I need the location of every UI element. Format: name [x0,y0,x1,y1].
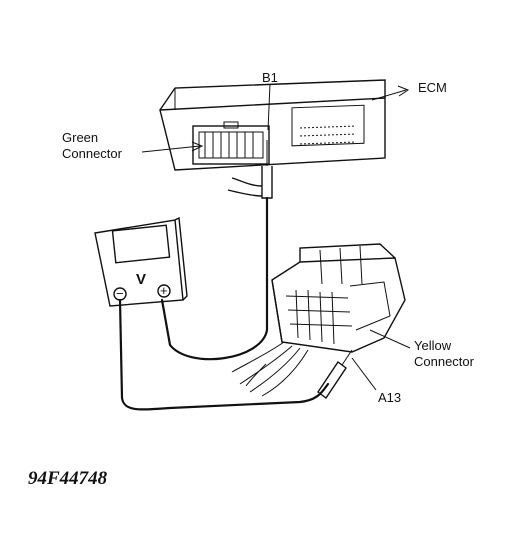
positive-lead-wire [160,196,269,361]
probe-b1 [227,140,273,199]
green-connector-label-line2: Connector [62,146,123,161]
negative-lead-wire [118,298,330,411]
meter-v-label: V [136,271,146,288]
voltmeter: V − + [94,216,188,307]
ecm-leader [371,85,410,101]
meter-negative-label: − [116,286,124,301]
green-connector-leader [141,141,204,153]
a13-label: A13 [378,390,401,405]
yellow-connector-label-line2: Connector [414,354,475,369]
meter-positive-label: + [160,283,168,298]
probe-a13 [317,349,353,400]
yellow-connector-label-line1: Yellow [414,338,452,353]
b1-label: B1 [262,70,278,85]
yellow-connector [271,243,406,353]
figure-code: 94F44748 [28,468,108,489]
a13-leader [351,357,377,391]
b1-leader [267,83,271,131]
green-connector-label-line1: Green [62,130,98,145]
green-connector [192,121,270,165]
ecm-label: ECM [418,80,447,95]
yellow-connector-leader [369,329,411,349]
wire-harness [231,341,309,397]
ecm-unit [159,79,386,171]
